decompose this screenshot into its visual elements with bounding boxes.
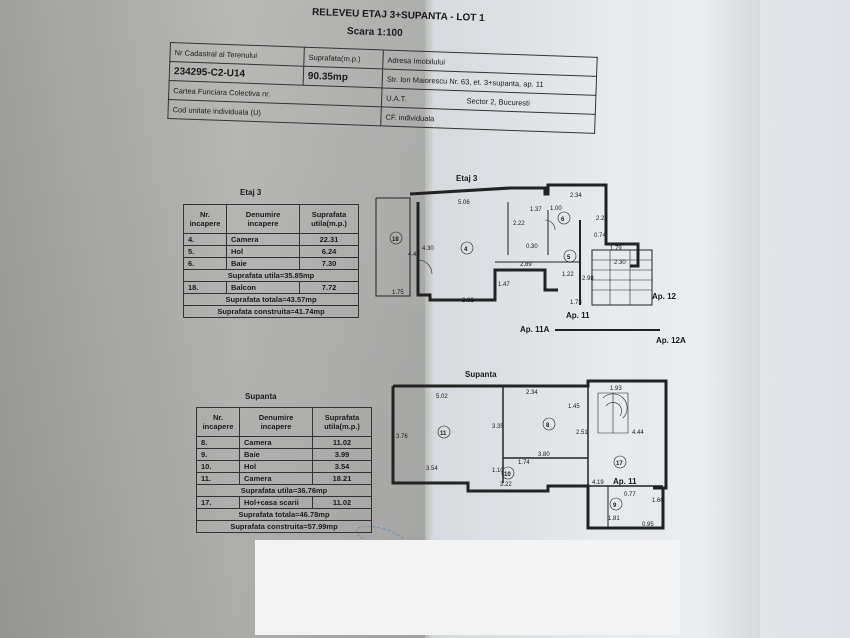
- room-labels: 18 4 6 5: [389, 211, 577, 263]
- room-17: 17: [616, 461, 623, 467]
- supanta-heading: Supanta: [245, 392, 277, 401]
- room-6: 6: [561, 217, 565, 223]
- svg-text:1.79: 1.79: [610, 246, 622, 252]
- svg-text:5.06: 5.06: [458, 200, 470, 206]
- supanta-totala: Suprafata totala=46.78mp: [196, 508, 372, 521]
- room-5: 5: [567, 255, 571, 261]
- label-ap11: Ap. 11: [566, 311, 590, 320]
- svg-text:2.51: 2.51: [576, 430, 588, 436]
- svg-text:4.44: 4.44: [632, 430, 644, 436]
- svg-text:3.22: 3.22: [500, 482, 512, 488]
- col-nr: Nr. incapere: [183, 204, 227, 234]
- svg-text:4.41: 4.41: [408, 252, 420, 258]
- scale-label: Scara 1:100: [346, 26, 403, 39]
- svg-text:2.30: 2.30: [614, 260, 626, 266]
- col-name: Denumire incapere: [239, 407, 313, 437]
- svg-text:0.30: 0.30: [526, 244, 538, 250]
- etaj3-utila: Suprafata utila=35.85mp: [183, 269, 359, 282]
- svg-text:0.95: 0.95: [642, 522, 654, 528]
- apartment-labels: Ap. 12 Ap. 11 Ap. 11A Ap. 12A: [520, 292, 686, 345]
- supanta-utila: Suprafata utila=36.76mp: [196, 484, 372, 497]
- col-nr: Nr. incapere: [196, 407, 240, 437]
- etaj3-totala: Suprafata totala=43.57mp: [183, 293, 359, 306]
- svg-text:3.35: 3.35: [492, 424, 504, 430]
- floor-plan-etaj3: 18 4 6 5 5.06 2.34 2.22 1.37 2.23 0.74 1…: [375, 183, 686, 345]
- svg-text:1.22: 1.22: [562, 272, 574, 278]
- staircase: [591, 249, 653, 306]
- label-ap12a: Ap. 12A: [656, 336, 686, 345]
- svg-text:2.89: 2.89: [520, 262, 532, 268]
- col-area: Suprafata utila(m.p.): [312, 407, 372, 437]
- supanta-construita: Suprafata construita=57.99mp: [196, 520, 372, 533]
- svg-text:1.93: 1.93: [610, 386, 622, 392]
- label-ap12: Ap. 12: [652, 292, 677, 301]
- svg-text:1.75: 1.75: [392, 290, 404, 296]
- uat-label: U.A.T.: [386, 93, 407, 103]
- svg-text:2.23: 2.23: [596, 216, 608, 222]
- svg-text:2.22: 2.22: [513, 221, 525, 227]
- paper-fold: [640, 0, 760, 638]
- etaj3-construita: Suprafata construita=41.74mp: [183, 305, 359, 318]
- col-name: Denumire incapere: [226, 204, 300, 234]
- outer-wall: [391, 386, 665, 530]
- svg-text:1.81: 1.81: [608, 516, 620, 522]
- svg-text:1.37: 1.37: [530, 207, 542, 213]
- room-18: 18: [392, 237, 399, 243]
- dimension-labels: 5.06 2.34 2.22 1.37 2.23 0.74 1.79 2.30 …: [392, 193, 626, 306]
- svg-text:0.74: 0.74: [594, 233, 606, 239]
- svg-text:1.47: 1.47: [498, 282, 510, 288]
- svg-text:1.10: 1.10: [492, 468, 504, 474]
- svg-text:5.02: 5.02: [436, 394, 448, 400]
- svg-text:2.34: 2.34: [570, 193, 582, 199]
- plan-etaj3-heading: Etaj 3: [456, 174, 478, 183]
- svg-text:1.45: 1.45: [568, 404, 580, 410]
- outer-wall: [416, 202, 558, 302]
- room-11: 11: [440, 431, 447, 437]
- svg-text:2.34: 2.34: [526, 390, 538, 396]
- plan-supanta-heading: Supanta: [465, 370, 497, 379]
- label-ap11: Ap. 11: [613, 477, 637, 486]
- room-9: 9: [613, 503, 617, 509]
- uat-value: Sector 2, Bucuresti: [466, 95, 531, 108]
- svg-text:0.77: 0.77: [624, 492, 636, 498]
- balcony-outline: [375, 197, 411, 297]
- room-4: 4: [464, 247, 468, 253]
- svg-text:1.74: 1.74: [518, 460, 530, 466]
- outer-wall: [409, 183, 640, 268]
- svg-text:1.00: 1.00: [550, 206, 562, 212]
- svg-text:1.73: 1.73: [570, 300, 582, 306]
- etaj3-heading: Etaj 3: [240, 188, 262, 197]
- etaj3-rooms-table: Nr. incapere Denumire incapere Suprafata…: [183, 204, 359, 318]
- svg-text:2.98: 2.98: [582, 276, 594, 282]
- svg-text:3.76: 3.76: [396, 434, 408, 440]
- spiral-stair: [597, 392, 629, 434]
- label-ap11a: Ap. 11A: [520, 325, 550, 334]
- room-10: 10: [504, 472, 511, 478]
- svg-text:4.30: 4.30: [422, 246, 434, 252]
- svg-text:4.19: 4.19: [592, 480, 604, 486]
- floor-plan-supanta: 11 8 10 17 9 5.02 2.34 1.93 1.45 3.76 3.…: [391, 379, 668, 530]
- supanta-rooms-table: Nr. incapere Denumire incapere Suprafata…: [196, 407, 372, 533]
- col-area: Suprafata utila(m.p.): [299, 204, 359, 234]
- svg-text:3.54: 3.54: [426, 466, 438, 472]
- dimension-labels: 5.02 2.34 1.93 1.45 3.76 3.35 2.51 4.44 …: [396, 386, 664, 528]
- room-8: 8: [546, 423, 550, 429]
- svg-text:2.82: 2.82: [462, 298, 474, 304]
- room-labels: 11 8 10 17 9: [437, 417, 627, 511]
- svg-text:1.60: 1.60: [652, 498, 664, 504]
- info-table: Nr Cadastral al Terenului Suprafata(m.p.…: [167, 42, 598, 134]
- svg-text:3.80: 3.80: [538, 452, 550, 458]
- redacted-area: [255, 540, 680, 635]
